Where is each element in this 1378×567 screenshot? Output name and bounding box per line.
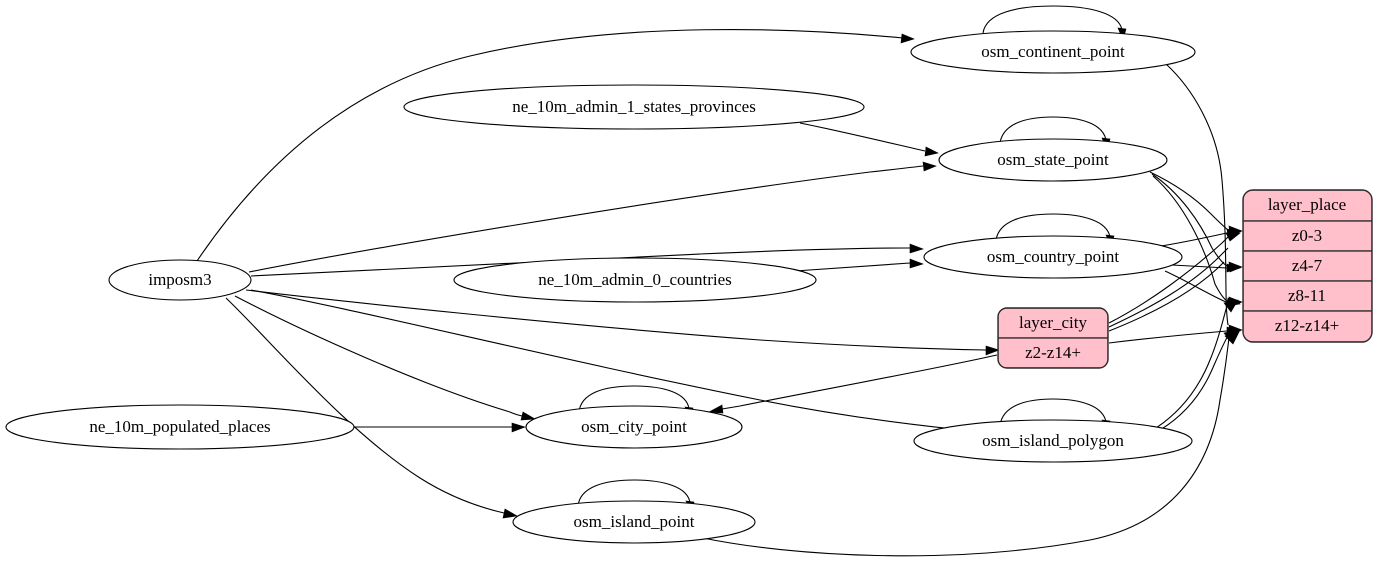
record-label-z0-3: z0-3 — [1292, 226, 1322, 245]
record-row-z8-11[interactable] — [1243, 280, 1372, 312]
edge-self-loop-osm-continent-point — [982, 5, 1123, 34]
arrowhead — [1223, 299, 1239, 313]
node-label: osm_city_point — [581, 417, 687, 436]
record-outline — [997, 307, 1109, 369]
node-osm-country-point[interactable]: osm_country_point — [923, 235, 1183, 279]
edge-ne-countries-to-osm-country-point — [794, 262, 911, 272]
arrowhead — [1224, 331, 1240, 345]
arrowhead — [511, 422, 526, 433]
edge-layer-city-to-layer-place-z8 — [1108, 247, 1229, 328]
edge-ne-states-to-osm-state-point — [799, 122, 926, 152]
node-label: osm_island_point — [574, 512, 695, 531]
ellipse-shape — [938, 138, 1168, 182]
edge-imposm3-to-osm-country-point — [250, 247, 911, 277]
ellipse-shape — [5, 404, 355, 450]
node-ne-10m-admin-1-states-provinces[interactable]: ne_10m_admin_1_states_provinces — [403, 84, 865, 130]
edge-imposm3-to-osm-island-polygon — [250, 289, 984, 433]
record-label-z12-z14: z12-z14+ — [1275, 316, 1339, 335]
arrowhead — [502, 508, 518, 519]
node-osm-island-point[interactable]: osm_island_point — [512, 500, 756, 544]
edge-osm-continent-point-to-layer-place-z12 — [1165, 63, 1229, 326]
edge-osm-island-polygon-to-layer-place-z8 — [1155, 305, 1228, 429]
node-label: osm_continent_point — [981, 42, 1125, 61]
node-label: osm_island_polygon — [982, 431, 1124, 450]
arrowhead — [922, 161, 937, 172]
ellipse-shape — [108, 259, 252, 301]
edge-imposm3-to-osm-state-point — [248, 165, 924, 273]
edge-layer-city-to-layer-place-z12 — [1108, 330, 1228, 344]
arrowhead — [707, 404, 724, 414]
record-row-z2-z14[interactable] — [998, 337, 1108, 368]
node-osm-state-point[interactable]: osm_state_point — [938, 138, 1168, 182]
edge-self-loop-osm-island-polygon — [999, 398, 1107, 426]
record-layer-city[interactable]: layer_city z2-z14+ — [997, 307, 1109, 369]
edge-layer-city-to-layer-place-z0 — [1108, 236, 1229, 324]
record-label-z2-z14: z2-z14+ — [1025, 343, 1081, 362]
edge-self-loop-osm-state-point — [999, 116, 1107, 144]
node-ne-10m-admin-0-countries[interactable]: ne_10m_admin_0_countries — [453, 257, 817, 303]
node-label: imposm3 — [148, 270, 211, 289]
edge-osm-country-point-to-layer-place-z0 — [1160, 232, 1228, 247]
node-layer: imposm3 ne_10m_populated_places ne_10m_a… — [5, 30, 1196, 544]
edge-osm-state-point-to-layer-place-z8 — [1152, 175, 1228, 302]
record-layer-place[interactable]: layer_place z0-3 z4-7 z8-11 z12-z14+ — [1242, 189, 1373, 343]
record-outline — [1242, 189, 1373, 343]
record-label-layer-city: layer_city — [1019, 313, 1087, 332]
ellipse-shape — [525, 405, 743, 449]
ellipse-shape — [512, 500, 756, 544]
record-label-z4-7: z4-7 — [1292, 256, 1323, 275]
ellipse-shape — [910, 30, 1196, 74]
edge-self-loop-osm-city-point — [578, 385, 690, 413]
node-label: osm_state_point — [997, 150, 1109, 169]
node-ne-10m-populated-places[interactable]: ne_10m_populated_places — [5, 404, 355, 450]
arrowhead — [909, 243, 924, 254]
edge-osm-country-point-to-layer-place-z4 — [1171, 264, 1228, 269]
ellipse-shape — [913, 419, 1193, 463]
node-label: ne_10m_admin_0_countries — [538, 270, 732, 289]
edge-osm-island-polygon-to-layer-place-z12 — [1159, 335, 1229, 431]
record-label-layer-place: layer_place — [1268, 195, 1346, 214]
node-osm-island-polygon[interactable]: osm_island_polygon — [913, 419, 1193, 463]
edge-osm-island-point-to-layer-place-z12 — [702, 337, 1230, 557]
node-osm-continent-point[interactable]: osm_continent_point — [910, 30, 1196, 74]
arrowhead — [520, 411, 536, 421]
node-label: osm_country_point — [987, 247, 1119, 266]
edge-self-loop-osm-country-point — [995, 213, 1111, 241]
edge-imposm3-to-osm-city-point — [234, 295, 523, 417]
edge-layer-city-to-osm-city-point — [721, 354, 998, 410]
edge-imposm3-to-layer-city — [245, 289, 987, 351]
record-row-z12-z14[interactable] — [1243, 310, 1372, 342]
arrowhead — [924, 146, 939, 157]
node-osm-city-point[interactable]: osm_city_point — [525, 405, 743, 449]
edge-osm-state-point-to-layer-place-z0 — [1149, 171, 1229, 231]
node-label: ne_10m_admin_1_states_provinces — [512, 97, 756, 116]
arrowhead — [909, 258, 924, 269]
edge-layer-city-to-layer-place-z8-b — [1108, 261, 1225, 332]
ellipse-shape — [923, 235, 1183, 279]
arrowhead — [985, 345, 1000, 356]
edge-osm-country-point-to-layer-place-z8 — [1164, 270, 1227, 303]
ellipse-shape — [403, 84, 865, 130]
edge-osm-state-point-to-layer-place-z4 — [1151, 173, 1228, 267]
edge-imposm3-to-osm-continent-point — [196, 29, 904, 262]
edge-self-loop-osm-island-point — [577, 479, 691, 507]
node-imposm3[interactable]: imposm3 — [108, 259, 252, 301]
ellipse-shape — [453, 257, 817, 303]
node-label: ne_10m_populated_places — [89, 417, 270, 436]
record-label-z8-11: z8-11 — [1288, 286, 1326, 305]
arrowhead — [1226, 263, 1242, 273]
edge-imposm3-to-osm-island-point — [225, 297, 505, 514]
arrowhead — [1225, 232, 1241, 242]
arrowhead — [900, 33, 915, 44]
